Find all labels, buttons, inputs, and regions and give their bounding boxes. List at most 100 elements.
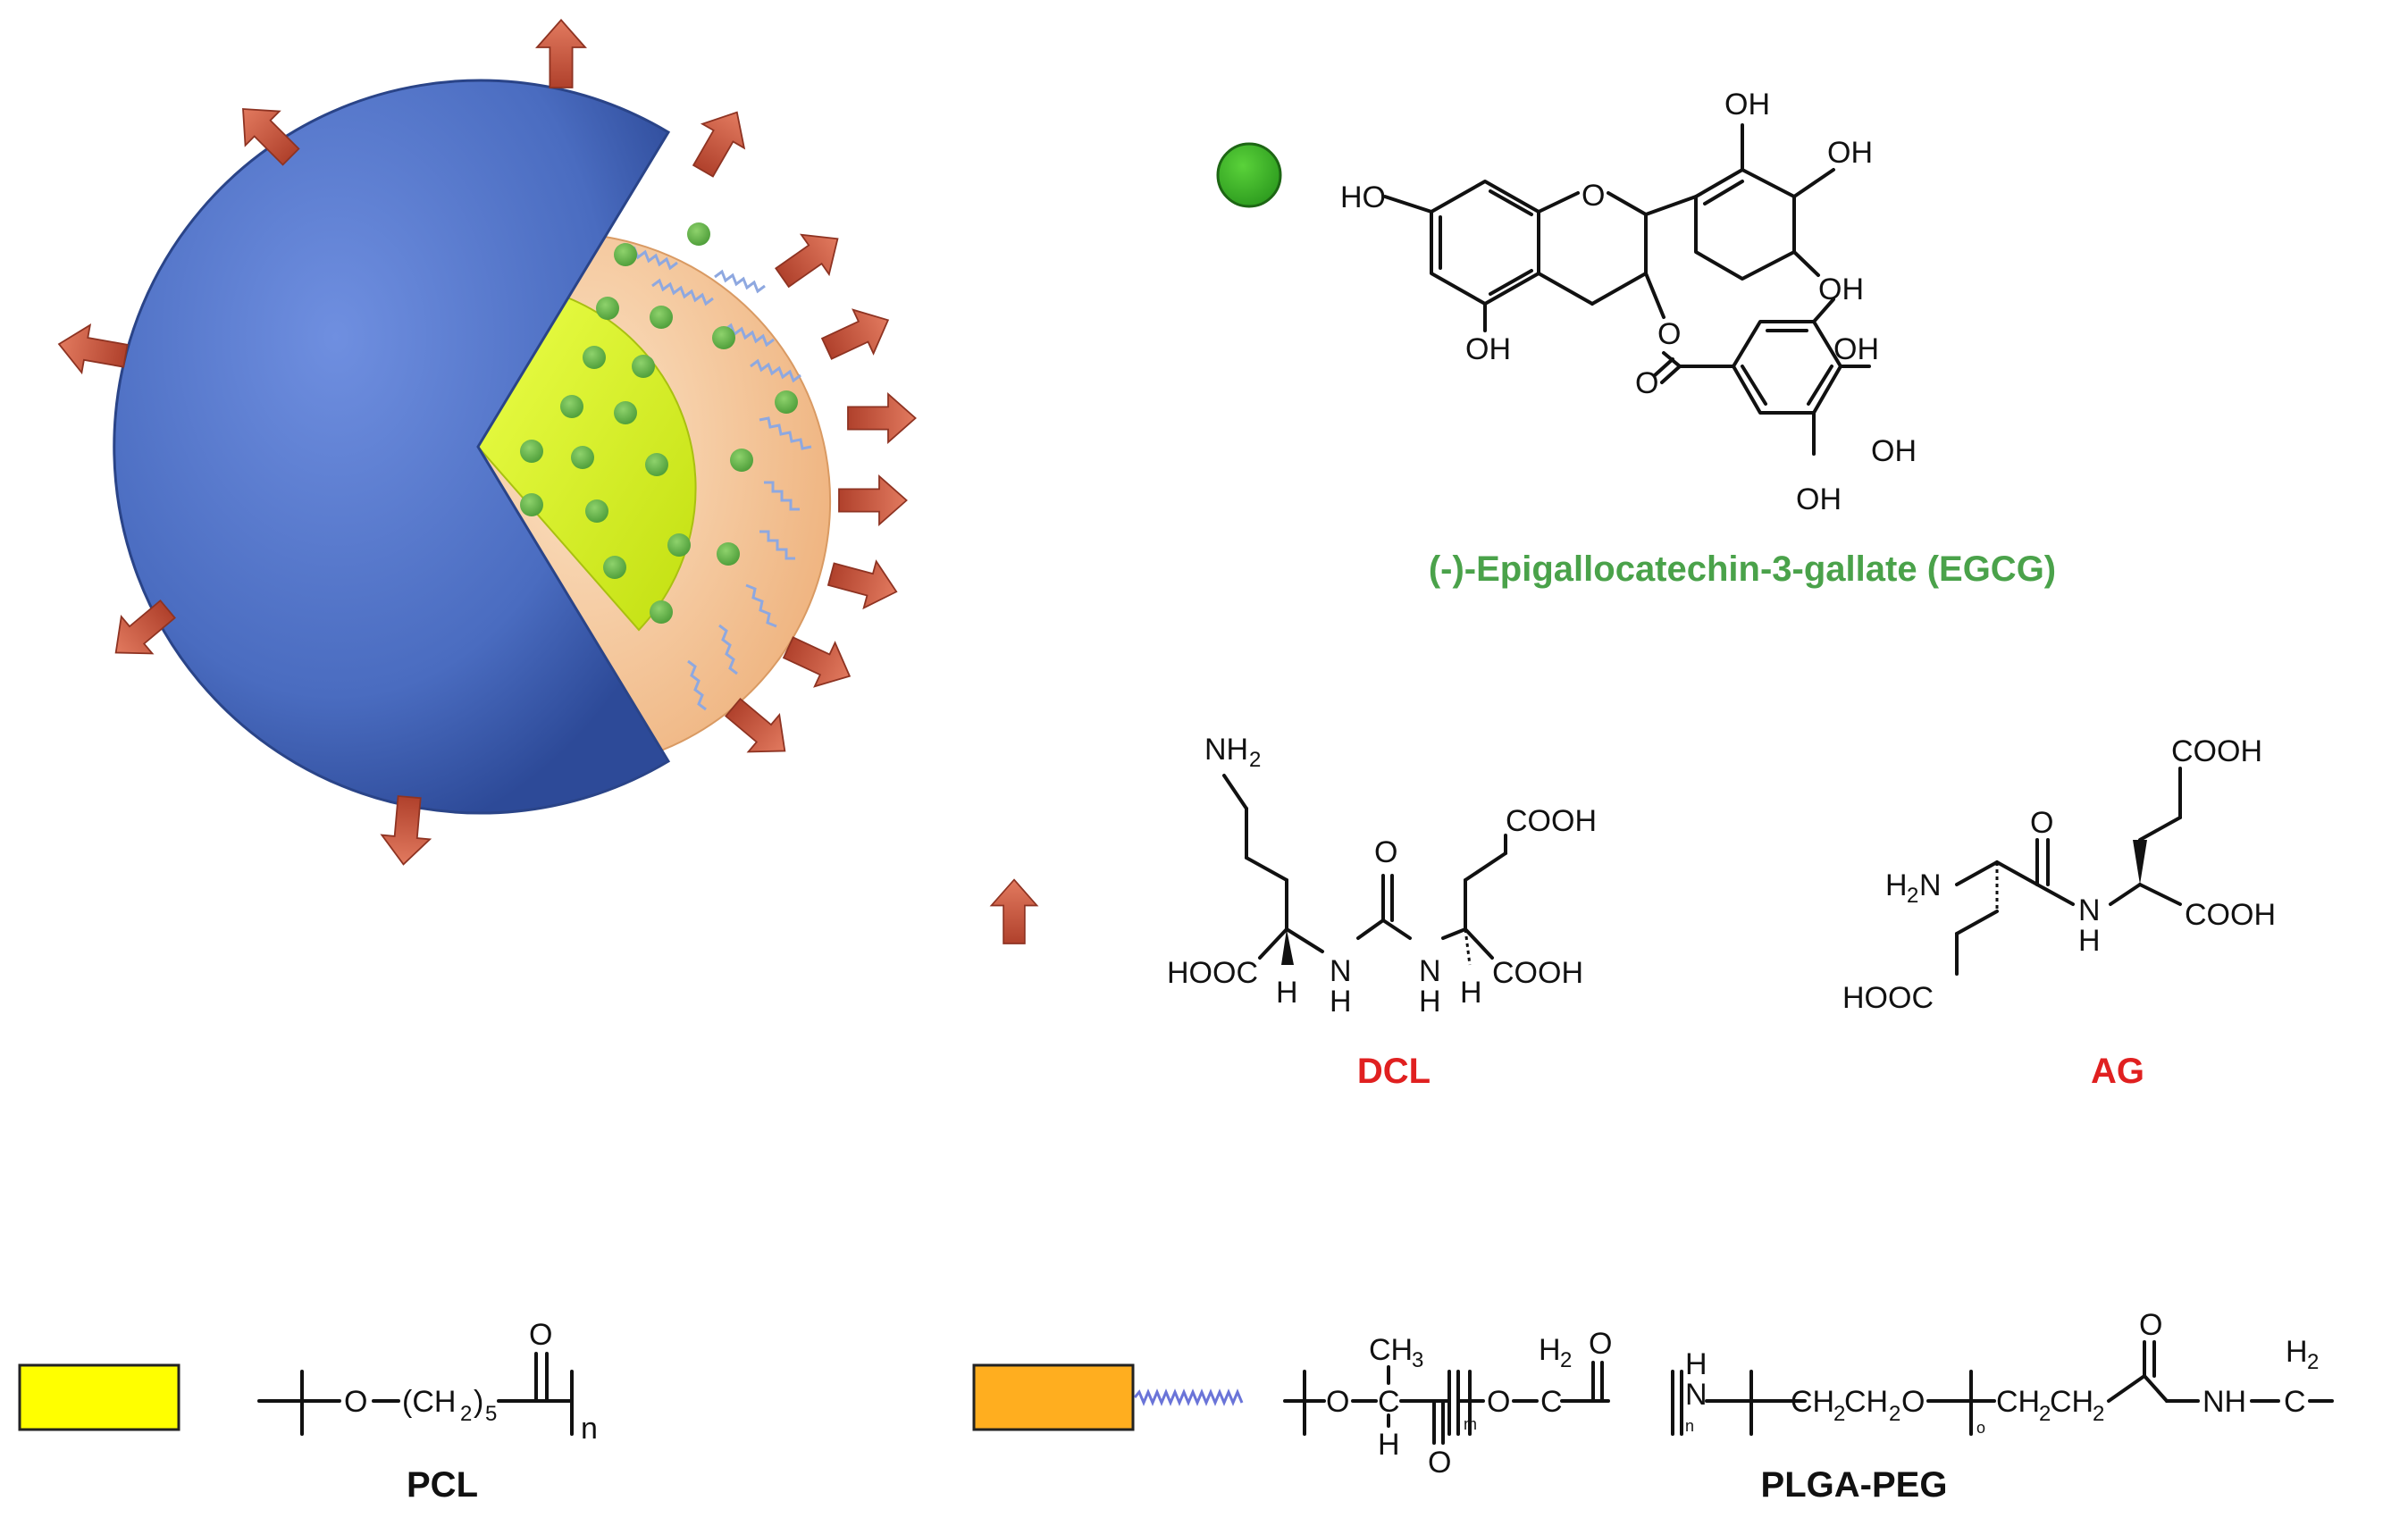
egcg-dot-icon — [603, 556, 626, 579]
egcg-oh-b3: OH — [1818, 273, 1864, 306]
egcg-dot-icon — [614, 243, 637, 266]
egcg-dot-icon — [632, 355, 655, 378]
pcl-carbonyl-o: O — [529, 1318, 552, 1352]
dcl-nh2: NH — [1204, 733, 1248, 767]
plga-ch2ch2o-end: O — [1901, 1385, 1925, 1419]
pcl-legend: O (CH 2 ) 5 O n PCL — [18, 1318, 598, 1505]
plga-o2: O — [1487, 1385, 1510, 1419]
egcg-dot-icon — [712, 326, 735, 349]
egcg-oh-b1: OH — [1724, 88, 1770, 122]
egcg-dot-icon — [571, 446, 594, 469]
ag-nh-h: H — [2078, 924, 2101, 958]
plga-c2: C — [1540, 1385, 1563, 1419]
ligand-arrow-icon — [768, 218, 852, 298]
plga-h2-sub: 2 — [1560, 1348, 1572, 1372]
pcl-ch2-open: (CH — [402, 1385, 456, 1419]
plga-ch2ch2-sub2: 2 — [2093, 1402, 2104, 1426]
plga-o-sub: o — [1976, 1419, 1985, 1437]
pcl-n: n — [581, 1412, 598, 1446]
pcl-swatch — [18, 1363, 180, 1431]
egcg-dot-icon — [775, 390, 798, 414]
dcl-n2: N — [1419, 954, 1441, 988]
dcl-h-c1: H — [1276, 976, 1298, 1010]
ligand-arrow-icon — [681, 99, 759, 184]
ligand-arrow-icon — [847, 393, 917, 443]
plga-ch2ch2o-mid: CH — [1844, 1385, 1888, 1419]
pcl-ch2-sub: 2 — [460, 1402, 472, 1426]
nanoparticle — [54, 19, 917, 868]
ag-hooc: HOOC — [1842, 981, 1934, 1015]
plga-nh-n: N — [1685, 1378, 1707, 1412]
egcg-oh-g3: OH — [1796, 482, 1842, 516]
plga-nh-end: NH — [2202, 1385, 2246, 1419]
ag-cooh-top: COOH — [2171, 734, 2262, 768]
pcl-label: PCL — [407, 1465, 478, 1505]
dcl-cooh-top: COOH — [1506, 804, 1597, 838]
egcg-legend-icon — [1216, 142, 1282, 208]
plga-ch3: CH — [1369, 1333, 1413, 1367]
egcg-dot-icon — [650, 306, 673, 329]
egcg-structure: HO O O O OH OH OH OH OH OH OH (-)-Epigal… — [1340, 88, 2056, 589]
ag-nh-n: N — [2078, 893, 2101, 927]
plga-ch2ch2o-sub1: 2 — [1833, 1402, 1845, 1426]
ligand-legend-icon — [990, 878, 1038, 944]
ag-cooh-right: COOH — [2185, 898, 2276, 932]
outer-shell — [113, 79, 671, 815]
plga-ch2ch2o: CH — [1791, 1385, 1834, 1419]
plga-peg-legend: O C CH 3 H O m O H 2 C O H N n CH — [972, 1308, 2334, 1505]
egcg-dot-icon — [596, 297, 619, 320]
plga-peg-swatch — [972, 1363, 1135, 1431]
pcl-ch2-close: ) — [474, 1385, 483, 1419]
ag-label: AG — [2091, 1052, 2144, 1091]
ag-structure: H 2 N O N H COOH COOH HOOC AG — [1842, 734, 2276, 1091]
egcg-o-ring: O — [1582, 179, 1605, 213]
ligand-arrow-icon — [536, 19, 586, 88]
plga-c2-o: O — [1589, 1327, 1612, 1361]
egcg-dot-icon — [667, 533, 691, 557]
pcl-ch2-n: 5 — [485, 1402, 497, 1426]
egcg-dot-icon — [717, 542, 740, 566]
egcg-dot-icon — [645, 453, 668, 476]
egcg-oh-g1: OH — [1833, 332, 1879, 366]
ligand-arrow-icon — [838, 475, 908, 525]
egcg-dot-icon — [583, 346, 606, 369]
plga-c-end: C — [2284, 1385, 2306, 1419]
dcl-label: DCL — [1357, 1052, 1431, 1091]
plga-ch2ch2-sub1: 2 — [2039, 1402, 2051, 1426]
egcg-dot-icon — [520, 440, 543, 463]
egcg-oh-b2: OH — [1827, 136, 1873, 170]
dcl-nh2-sub: 2 — [1249, 748, 1261, 772]
ligand-arrow-icon — [824, 549, 904, 616]
plga-h2-end-sub: 2 — [2307, 1350, 2319, 1374]
dcl-h-n1: H — [1330, 985, 1352, 1019]
plga-h: H — [1378, 1428, 1400, 1462]
ag-h2n-h: H — [1885, 868, 1908, 902]
ag-h2n-sub: 2 — [1907, 884, 1918, 908]
plga-amide-o: O — [2139, 1308, 2162, 1342]
egcg-dot-icon — [560, 395, 583, 418]
egcg-loaded-dots — [520, 222, 798, 624]
ligand-arrow-icon — [54, 319, 131, 381]
dcl-o: O — [1374, 835, 1397, 869]
plga-o1: O — [1326, 1385, 1349, 1419]
egcg-label: (-)-Epigallocatechin-3-gallate (EGCG) — [1429, 549, 2056, 589]
dcl-structure: NH 2 O HOOC COOH COOH N N H H H H DCL — [1167, 733, 1597, 1091]
dcl-h-n2: H — [1419, 985, 1441, 1019]
egcg-oh-bottom: OH — [1465, 332, 1511, 366]
plga-c-o: O — [1428, 1446, 1451, 1480]
peg-linkers — [616, 242, 812, 711]
egcg-dot-icon — [687, 222, 710, 246]
egcg-oh-g2: OH — [1871, 434, 1917, 468]
plga-ch2ch2-mid: CH — [2050, 1385, 2093, 1419]
dcl-hooc: HOOC — [1167, 956, 1258, 990]
plga-h2: H — [1539, 1333, 1561, 1367]
dcl-n1: N — [1330, 954, 1352, 988]
ag-o: O — [2030, 806, 2053, 840]
plga-peg-label: PLGA-PEG — [1761, 1465, 1948, 1505]
plga-h2-end: H — [2286, 1335, 2308, 1369]
plga-nh-h: H — [1685, 1347, 1707, 1381]
egcg-dot-icon — [614, 401, 637, 424]
egcg-ho-left: HO — [1340, 180, 1386, 214]
plga-ch2ch2o-sub2: 2 — [1889, 1402, 1900, 1426]
